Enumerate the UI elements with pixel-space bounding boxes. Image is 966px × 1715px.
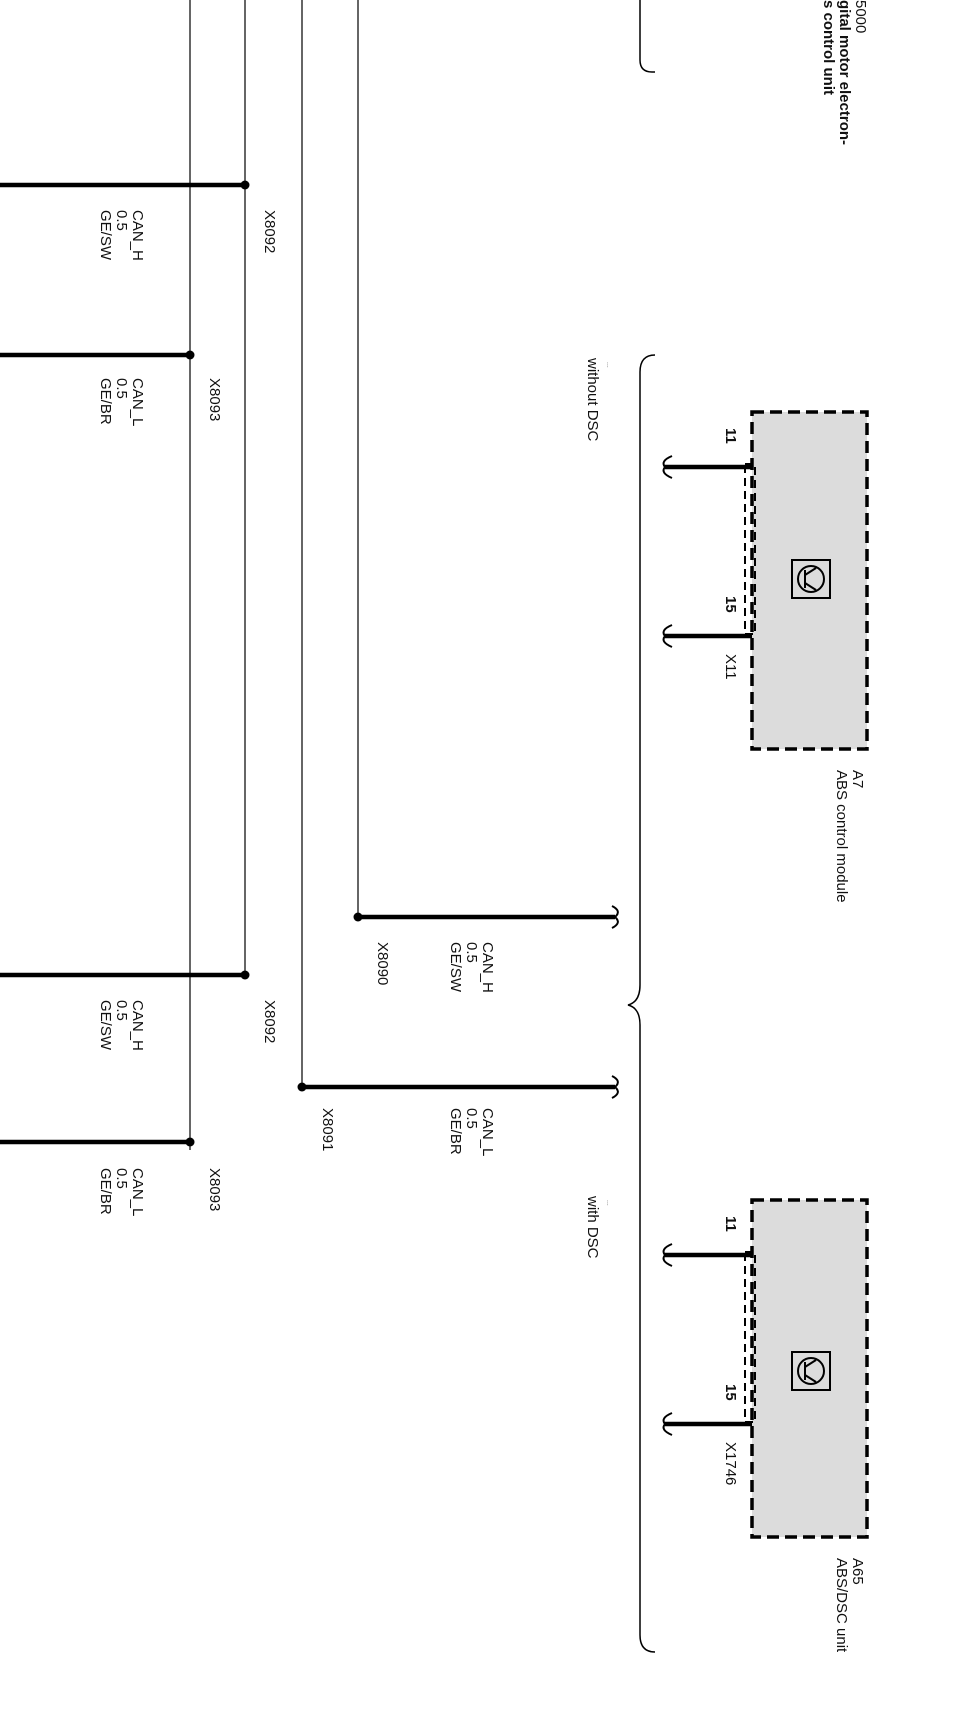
pin-hook-a65-11 <box>662 1243 673 1267</box>
junction-label-x8090: X8090 <box>374 942 391 986</box>
wire-signal: CAN_L <box>479 1108 496 1157</box>
transistor-module-icon <box>791 559 831 599</box>
pin-label-a7-11: 11 <box>722 428 739 444</box>
wire-size: 0.5 <box>113 1000 130 1021</box>
top-module-label: 5000 gital motor electron- s control uni… <box>820 0 869 146</box>
wire-color: GE/BR <box>447 1108 464 1155</box>
wire-color: GE/SW <box>97 210 114 261</box>
wire-label-can-h-3: CAN_H 0.5 GE/SW <box>447 942 496 993</box>
wire-label-can-l-3: CAN_L 0.5 GE/BR <box>447 1108 496 1157</box>
connector-hook-can-l-3 <box>611 1075 619 1099</box>
module-id-a7: A7 <box>849 770 866 789</box>
top-module-name-2: s control unit <box>820 0 837 95</box>
wire-color: GE/BR <box>97 1168 114 1215</box>
module-label-a65: A65 ABS/DSC unit <box>833 1558 866 1653</box>
junction-label-x8093-1: X8093 <box>206 378 223 422</box>
wire-signal: CAN_L <box>129 1168 146 1217</box>
module-id-a65: A65 <box>849 1558 866 1585</box>
junction-label-x8091: X8091 <box>319 1108 336 1152</box>
junction-dot-x8092-1 <box>240 180 250 190</box>
pin-hook-a7-15 <box>662 624 673 648</box>
connector-hook-can-h-3 <box>611 905 619 929</box>
variant-note-mark-1: ... <box>605 362 612 368</box>
junction-dot-x8092-2 <box>240 970 250 980</box>
wire-size: 0.5 <box>113 378 130 399</box>
pin-hook-a7-11 <box>662 455 673 479</box>
brace-without-dsc <box>627 354 656 1653</box>
wire-signal: CAN_L <box>129 378 146 427</box>
wire-label-can-l-1: CAN_L 0.5 GE/BR <box>97 378 146 427</box>
transistor-module-icon <box>791 1351 831 1391</box>
top-module-id: 5000 <box>852 0 869 34</box>
wire-signal: CAN_H <box>129 210 146 261</box>
pin-hook-a65-15 <box>662 1412 673 1436</box>
module-name-a7: ABS control module <box>833 770 850 903</box>
module-label-a7: A7 ABS control module <box>833 770 866 903</box>
brace-top-module <box>639 0 655 73</box>
junction-label-x8092-2: X8092 <box>261 1000 278 1044</box>
module-box-a7 <box>750 410 869 751</box>
wire-size: 0.5 <box>113 210 130 231</box>
junction-dot-x8093-1 <box>185 350 195 360</box>
wire-color: GE/SW <box>97 1000 114 1051</box>
variant-note-mark-2: ... <box>605 1200 612 1206</box>
wire-signal: CAN_H <box>479 942 496 993</box>
wire-label-can-h-1: CAN_H 0.5 GE/SW <box>97 210 146 261</box>
pin-label-a65-15: 15 <box>722 1384 739 1401</box>
wire-color: GE/BR <box>97 378 114 425</box>
wire-label-can-l-2: CAN_L 0.5 GE/BR <box>97 1168 146 1217</box>
junction-dot-x8091 <box>297 1082 307 1092</box>
pin-label-a7-15: 15 <box>722 596 739 613</box>
top-module-name-1: gital motor electron- <box>836 0 853 146</box>
junction-dot-x8090 <box>353 912 363 922</box>
junction-dot-x8093-2 <box>185 1137 195 1147</box>
wire-size: 0.5 <box>463 942 480 963</box>
wire-signal: CAN_H <box>129 1000 146 1051</box>
connector-label-x11: X11 <box>722 654 739 680</box>
variant-label-without-dsc: without DSC <box>584 358 601 442</box>
junction-label-x8093-2: X8093 <box>206 1168 223 1212</box>
module-name-a65: ABS/DSC unit <box>833 1558 850 1653</box>
connector-label-x1746: X1746 <box>722 1442 739 1486</box>
variant-label-with-dsc: with DSC <box>584 1196 601 1259</box>
wire-size: 0.5 <box>113 1168 130 1189</box>
wire-color: GE/SW <box>447 942 464 993</box>
wire-size: 0.5 <box>463 1108 480 1129</box>
pin-label-a65-11: 11 <box>722 1216 739 1232</box>
junction-label-x8092-1: X8092 <box>261 210 278 254</box>
wire-label-can-h-2: CAN_H 0.5 GE/SW <box>97 1000 146 1051</box>
module-box-a65 <box>750 1198 869 1539</box>
